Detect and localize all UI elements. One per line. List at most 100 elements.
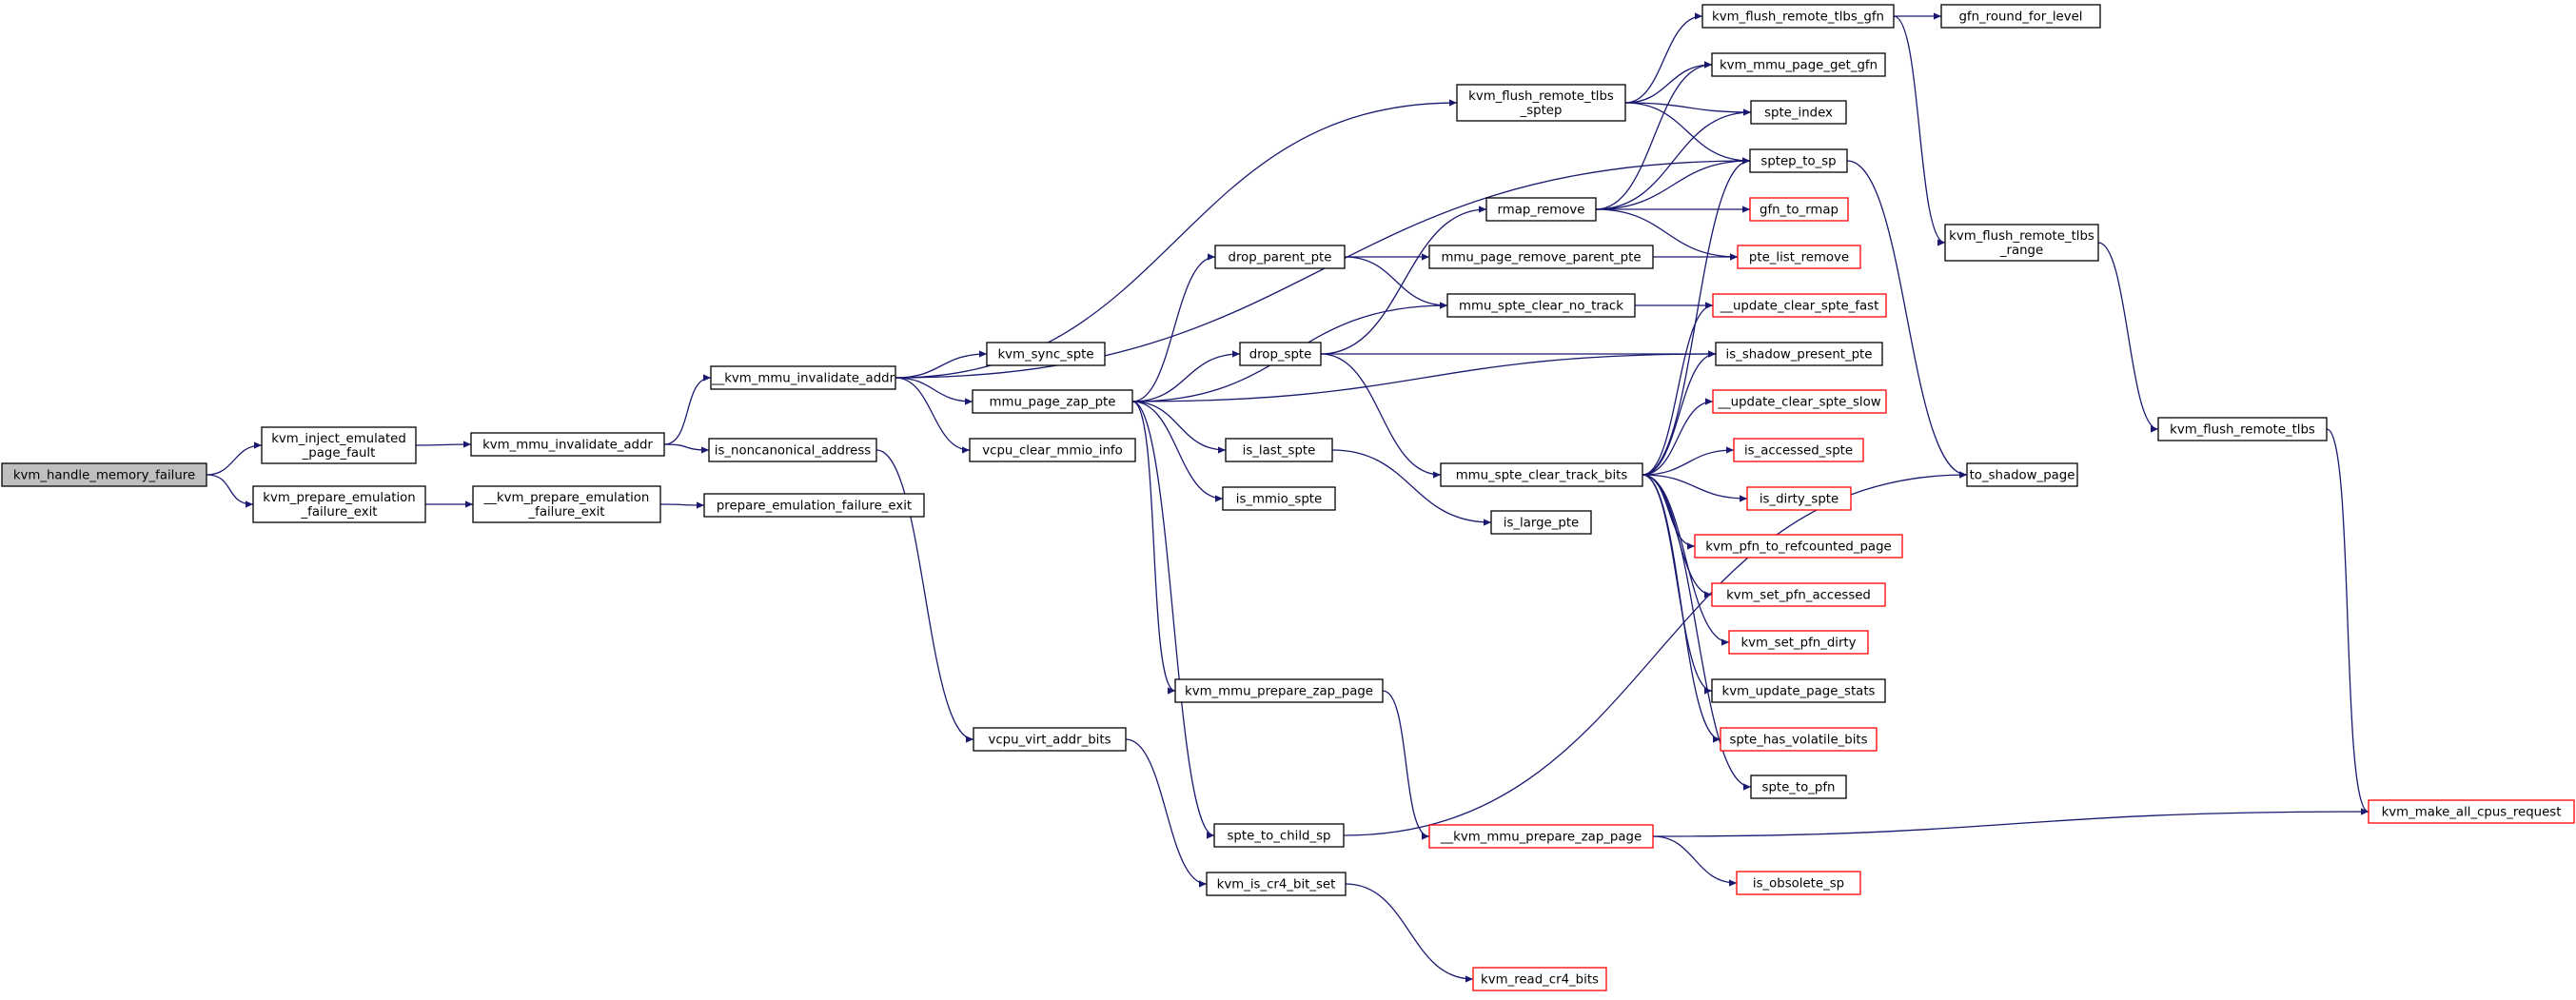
node-kvm-mmu-invalidate-addr[interactable]: kvm_mmu_invalidate_addr (470, 432, 665, 457)
node-label: kvm_sync_spte (997, 348, 1093, 363)
edge-n24-n43 (1642, 474, 1752, 791)
node-kvm-flush-remote-tlbs[interactable]: kvm_flush_remote_tlbs (2157, 417, 2328, 441)
node-label: __update_clear_spte_fast (1720, 300, 1879, 314)
node-is-mmio-spte[interactable]: is_mmio_spte (1222, 486, 1336, 511)
node-kvm-prepare-emulation-failure-exit[interactable]: __kvm_prepare_emulation_failure_exit (472, 485, 661, 523)
node-update-clear-spte-slow[interactable]: __update_clear_spte_slow (1712, 389, 1887, 414)
node-is-obsolete-sp[interactable]: is_obsolete_sp (1736, 871, 1861, 895)
edge-n9-n34 (1131, 350, 1717, 402)
node-update-clear-spte-fast[interactable]: __update_clear_spte_fast (1712, 293, 1887, 318)
node-prepare-emulation-failure-exit[interactable]: prepare_emulation_failure_exit (703, 493, 925, 518)
node-kvm-flush-remote-tlbs-sptep[interactable]: kvm_flush_remote_tlbs_sptep (1456, 84, 1626, 122)
edge-n7-n9 (895, 377, 973, 405)
edge-n7-n8 (895, 350, 988, 379)
node-kvm-read-cr4-bits[interactable]: kvm_read_cr4_bits (1472, 967, 1607, 991)
node-kvm-is-cr4-bit-set[interactable]: kvm_is_cr4_bit_set (1206, 872, 1347, 896)
node-vcpu-virt-addr-bits[interactable]: vcpu_virt_addr_bits (973, 727, 1127, 752)
node-drop-parent-pte[interactable]: drop_parent_pte (1214, 245, 1346, 269)
node-rmap-remove[interactable]: rmap_remove (1485, 197, 1597, 222)
edge-n24-n37 (1642, 474, 1748, 502)
node-gfn-round-for-level[interactable]: gfn_round_for_level (1940, 4, 2101, 29)
node-label: kvm_set_pfn_accessed (1726, 589, 1871, 603)
node-to-shadow-page[interactable]: to_shadow_page (1966, 462, 2078, 487)
node-kvm-update-page-stats[interactable]: kvm_update_page_stats (1711, 678, 1886, 703)
node-kvm-set-pfn-dirty[interactable]: kvm_set_pfn_dirty (1728, 630, 1869, 655)
node-label: sptep_to_sp (1760, 155, 1836, 169)
node-label: pte_list_remove (1749, 251, 1849, 265)
node-box (1213, 823, 1345, 848)
node-is-large-pte[interactable]: is_large_pte (1490, 510, 1592, 535)
node-label: kvm_flush_remote_tlbs (1468, 89, 1614, 104)
edge-n48-n49 (2326, 428, 2370, 815)
node-mmu-spte-clear-no-track[interactable]: mmu_spte_clear_no_track (1446, 293, 1636, 318)
node-label: prepare_emulation_failure_exit (717, 500, 912, 514)
node-kvm-set-pfn-accessed[interactable]: kvm_set_pfn_accessed (1711, 582, 1886, 607)
edge-n24-n36 (1642, 446, 1735, 476)
node-kvm-pfn-to-refcounted-page[interactable]: kvm_pfn_to_refcounted_page (1694, 534, 1903, 559)
node-kvm-handle-memory-failure[interactable]: kvm_handle_memory_failure (1, 462, 207, 487)
node-pte-list-remove[interactable]: pte_list_remove (1737, 245, 1861, 269)
edge-n24-n35 (1642, 398, 1714, 476)
node-gfn-to-rmap[interactable]: gfn_to_rmap (1749, 197, 1849, 222)
node-spte-to-pfn[interactable]: spte_to_pfn (1750, 775, 1847, 799)
node-box (472, 485, 661, 523)
edge-n1-n3 (415, 441, 472, 448)
node-kvm-make-all-cpus-request[interactable]: kvm_make_all_cpus_request (2368, 799, 2575, 824)
node-spte-to-child-sp[interactable]: spte_to_child_sp (1213, 823, 1345, 848)
node-is-shadow-present-pte[interactable]: is_shadow_present_pte (1715, 342, 1883, 366)
node-kvm-prepare-emulation-failure-exit[interactable]: kvm_prepare_emulation_failure_exit (252, 485, 426, 523)
node-box (1712, 389, 1887, 414)
edge-n7-n10 (895, 377, 971, 454)
node-is-last-spte[interactable]: is_last_spte (1225, 438, 1333, 462)
node-kvm-sync-spte[interactable]: kvm_sync_spte (986, 342, 1106, 366)
node-mmu-page-remove-parent-pte[interactable]: mmu_page_remove_parent_pte (1428, 245, 1654, 269)
node-label: spte_index (1764, 107, 1833, 121)
node-kvm-flush-remote-tlbs-range[interactable]: kvm_flush_remote_tlbs_range (1944, 224, 2099, 262)
node-box (1736, 871, 1861, 895)
node-box (1737, 245, 1861, 269)
node-label: is_accessed_spte (1744, 444, 1853, 459)
node-label: drop_spte (1249, 348, 1312, 363)
node-box (969, 438, 1136, 462)
node-box (1428, 245, 1654, 269)
node-box (1239, 342, 1322, 366)
node-label: is_last_spte (1243, 444, 1316, 459)
node-label: kvm_mmu_page_get_gfn (1720, 59, 1878, 73)
node-is-dirty-spte[interactable]: is_dirty_spte (1746, 486, 1852, 511)
node-box (1472, 967, 1607, 991)
node-vcpu-clear-mmio-info[interactable]: vcpu_clear_mmio_info (969, 438, 1136, 462)
node-mmu-page-zap-pte[interactable]: mmu_page_zap_pte (972, 389, 1133, 414)
edge-n30-n47 (1846, 160, 1968, 479)
node-box (1711, 582, 1886, 607)
node-box (1711, 52, 1886, 77)
node-box (470, 432, 665, 457)
node-label: vcpu_clear_mmio_info (982, 444, 1122, 459)
node-is-noncanonical-address[interactable]: is_noncanonical_address (708, 438, 877, 462)
node-box (972, 389, 1133, 414)
node-label: __kvm_prepare_emulation (483, 491, 650, 505)
node-kvm-mmu-prepare-zap-page[interactable]: kvm_mmu_prepare_zap_page (1174, 678, 1384, 703)
node-drop-spte[interactable]: drop_spte (1239, 342, 1322, 366)
node-kvm-flush-remote-tlbs-gfn[interactable]: kvm_flush_remote_tlbs_gfn (1701, 4, 1895, 29)
node-spte-index[interactable]: spte_index (1750, 100, 1847, 125)
node-kvm-mmu-invalidate-addr[interactable]: __kvm_mmu_invalidate_addr (710, 365, 896, 390)
edge-n20-n29 (1624, 102, 1752, 116)
node-mmu-spte-clear-track-bits[interactable]: mmu_spte_clear_track_bits (1440, 462, 1643, 487)
node-sptep-to-sp[interactable]: sptep_to_sp (1749, 148, 1848, 173)
edge-n21-n29 (1595, 108, 1752, 210)
edge-n20-n28 (1624, 61, 1713, 104)
node-label: gfn_round_for_level (1958, 10, 2082, 25)
node-label: spte_to_child_sp (1228, 830, 1331, 844)
node-kvm-inject-emulated-page-fault[interactable]: kvm_inject_emulated_page_fault (261, 426, 417, 464)
node-label: kvm_set_pfn_dirty (1740, 637, 1856, 651)
node-kvm-mmu-prepare-zap-page[interactable]: __kvm_mmu_prepare_zap_page (1428, 824, 1654, 849)
node-label: kvm_flush_remote_tlbs_gfn (1712, 10, 1884, 25)
node-box (1490, 510, 1592, 535)
edge-n20-n27 (1624, 12, 1703, 104)
node-spte-has-volatile-bits[interactable]: spte_has_volatile_bits (1720, 727, 1878, 752)
node-box (710, 365, 896, 390)
node-kvm-mmu-page-get-gfn[interactable]: kvm_mmu_page_get_gfn (1711, 52, 1886, 77)
edge-n4-n11 (875, 449, 974, 743)
node-is-accessed-spte[interactable]: is_accessed_spte (1733, 438, 1864, 462)
node-box (1733, 438, 1864, 462)
